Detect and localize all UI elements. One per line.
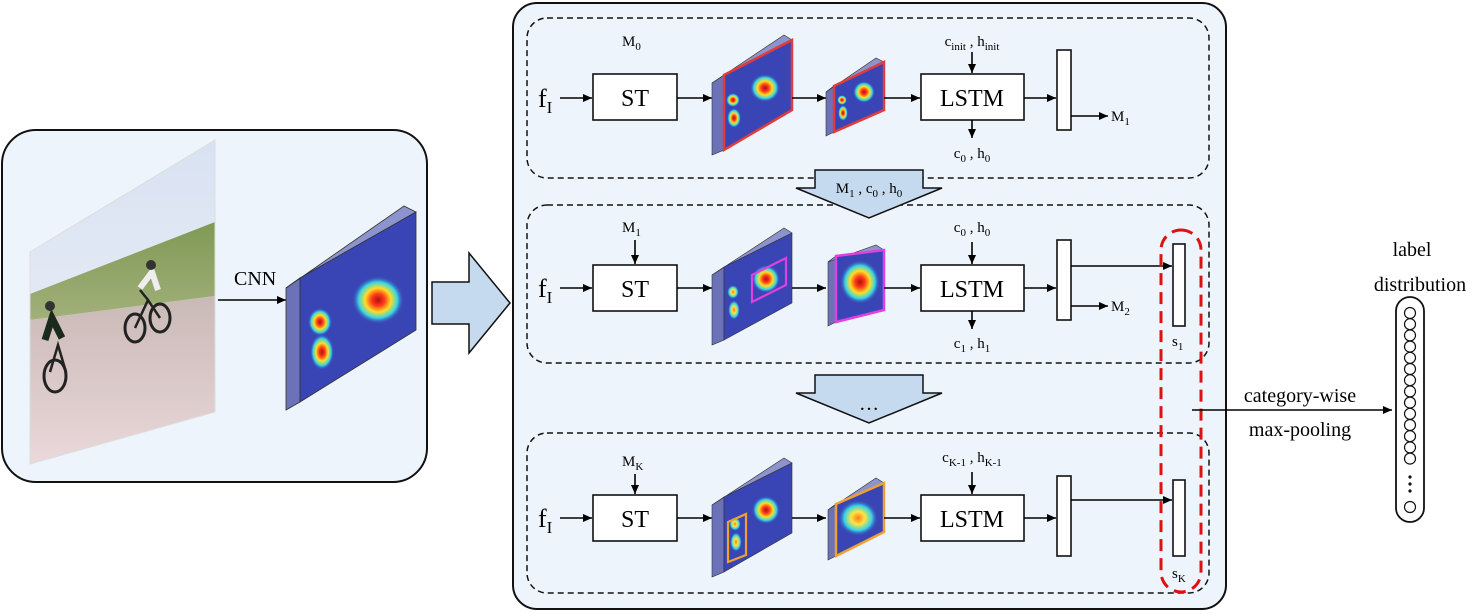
feature-map-large: [285, 205, 417, 411]
score-label-k: sK: [1172, 566, 1186, 585]
f-input-1: fI: [538, 84, 553, 117]
st-box-2: [592, 264, 678, 312]
pooling-label-line2: max-pooling: [1249, 419, 1351, 441]
block-arrow-right: [431, 250, 511, 356]
output-vector-1: [1056, 49, 1072, 131]
pooling-group-outline: [1159, 228, 1203, 594]
m-input-1: M0: [622, 34, 641, 53]
svg-text:ST: ST: [621, 277, 649, 303]
output-label-line1: label: [1393, 239, 1432, 261]
distribution-node: [1403, 418, 1417, 432]
distribution-node: [1403, 407, 1417, 420]
distribution-node: [1403, 374, 1417, 387]
row-2: fI M1 ST LSTM c0 , h0 c1 , h1 M2 s1: [538, 220, 1186, 355]
lstm-box-k: [920, 494, 1025, 542]
transition-arrow-1: M1 , c0 , h0: [795, 169, 943, 219]
output-vector-2: [1056, 239, 1072, 321]
score-vector-k: [1172, 479, 1186, 557]
svg-text:LSTM: LSTM: [940, 507, 1004, 533]
distribution-node: [1403, 340, 1417, 353]
state-in-2: c0 , h0: [954, 220, 991, 239]
distribution-node: [1403, 396, 1417, 409]
transition-arrow-2: …: [795, 374, 943, 424]
m-output-2: M2: [1111, 299, 1130, 318]
m-input-k: MK: [622, 454, 643, 473]
state-in-k: cK-1 , hK-1: [942, 450, 1002, 469]
svg-text:LSTM: LSTM: [940, 277, 1004, 303]
distribution-node: [1403, 441, 1417, 454]
score-vector-1: [1172, 243, 1186, 327]
distribution-node: [1403, 385, 1417, 398]
cnn-label: CNN: [234, 268, 276, 290]
ellipsis-dot: [1408, 475, 1412, 479]
st-box-1: [592, 73, 678, 121]
ellipsis-dot: [1408, 482, 1412, 486]
svg-text:M1 , c0 , h0: M1 , c0 , h0: [836, 181, 903, 200]
m-input-2: M1: [622, 220, 641, 239]
m-output-1: M1: [1111, 109, 1130, 128]
distribution-node: [1403, 318, 1417, 331]
label-distribution-vector: [1395, 296, 1425, 523]
ellipsis-dot: [1408, 489, 1412, 493]
svg-text:…: …: [859, 393, 879, 415]
f-input-2: fI: [538, 274, 553, 307]
distribution-node: [1403, 430, 1417, 443]
distribution-node: [1403, 329, 1417, 342]
state-in-1: cinit , hinit: [945, 34, 1000, 53]
svg-text:ST: ST: [621, 507, 649, 533]
state-out-2: c1 , h1: [954, 336, 990, 355]
output-vector-k: [1056, 475, 1072, 557]
svg-text:LSTM: LSTM: [940, 86, 1004, 112]
f-input-k: fI: [538, 504, 553, 537]
iteration-box-k: [526, 432, 1210, 594]
state-out-1: c0 , h0: [954, 146, 991, 165]
row-1: fI M0 ST LSTM cinit , hinit c0 , h0 M1: [538, 34, 1130, 165]
output-label-line2: distribution: [1374, 274, 1466, 296]
score-label-1: s1: [1172, 334, 1183, 353]
distribution-node: [1403, 452, 1417, 465]
pooling-label-line1: category-wise: [1244, 385, 1356, 407]
svg-text:ST: ST: [621, 86, 649, 112]
input-image: [29, 139, 216, 465]
distribution-node: [1403, 362, 1417, 376]
distribution-node: [1403, 500, 1417, 514]
distribution-node: [1403, 306, 1417, 320]
lstm-box-1: [920, 73, 1025, 121]
distribution-node: [1403, 351, 1417, 364]
row-k: fI MK ST LSTM cK-1 , hK-1 sK: [538, 450, 1186, 585]
